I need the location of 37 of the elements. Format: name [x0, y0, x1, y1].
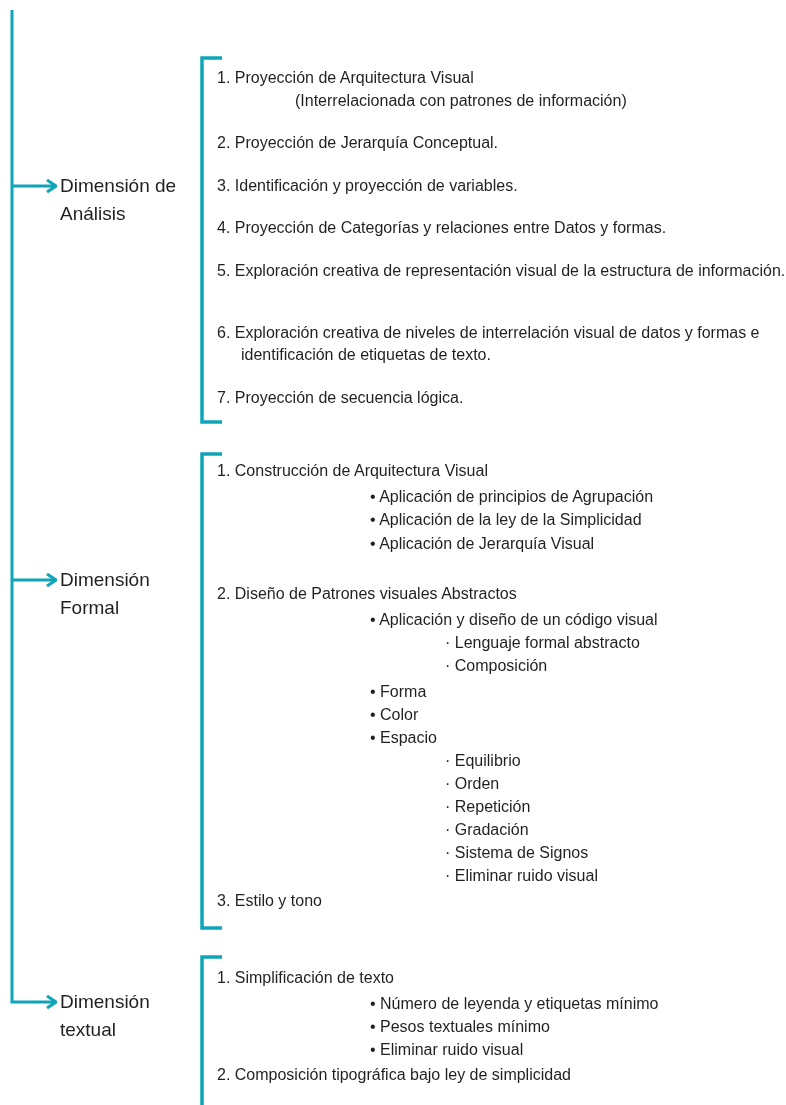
item-note: (Interrelacionada con patrones de información) [295, 91, 627, 111]
sub-item: • Forma [370, 682, 427, 702]
sub-item: • Aplicación y diseño de un código visual [370, 610, 658, 630]
numbered-item: 2. Composición tipográfica bajo ley de simplicidad [217, 1065, 571, 1085]
sub-item: · Equilibrio [445, 751, 521, 771]
numbered-item: 5. Exploración creativa de representación visual de la estructura de información. [217, 261, 786, 281]
sub-item: • Aplicación de Jerarquía Visual [370, 534, 595, 554]
numbered-item: 2. Proyección de Jerarquía Conceptual. [217, 133, 499, 153]
dimension-label: Dimensión Formal [60, 566, 195, 622]
numbered-item: 3. Estilo y tono [217, 891, 322, 911]
sub-item: • Pesos textuales mínimo [370, 1017, 550, 1037]
numbered-item: 7. Proyección de secuencia lógica. [217, 388, 464, 408]
numbered-item: 6. Exploración creativa de niveles de interrelación visual de datos y formas e identificación de etiquetas de texto. [217, 323, 761, 365]
arrow [12, 572, 58, 588]
numbered-item: 2. Diseño de Patrones visuales Abstractos [217, 584, 517, 604]
sub-item: · Gradación [445, 820, 529, 840]
sub-item: · Eliminar ruido visual [445, 866, 598, 886]
dimension-label: Dimensión de Análisis [60, 172, 195, 228]
sub-item: · Lenguaje formal abstracto [445, 633, 640, 653]
numbered-item: 1. Proyección de Arquitectura Visual [217, 68, 474, 88]
sub-item: · Repetición [445, 797, 531, 817]
numbered-item: 1. Simplificación de texto [217, 968, 394, 988]
sub-item: • Aplicación de la ley de la Simplicidad [370, 510, 642, 530]
sub-item: · Orden [445, 774, 500, 794]
sub-item: · Sistema de Signos [445, 843, 589, 863]
sub-item: • Aplicación de principios de Agrupación [370, 487, 654, 507]
sub-item: • Espacio [370, 728, 437, 748]
arrow [10, 10, 58, 1010]
numbered-item: 4. Proyección de Categorías y relaciones entre Datos y formas. [217, 218, 667, 238]
numbered-item: 1. Construcción de Arquitectura Visual [217, 461, 488, 481]
arrow [12, 178, 58, 194]
sub-item: • Color [370, 705, 419, 725]
dimension-label: Dimensión textual [60, 988, 195, 1044]
sub-item: • Número de leyenda y etiquetas mínimo [370, 994, 659, 1014]
numbered-item: 3. Identificación y proyección de variables. [217, 176, 518, 196]
sub-item: · Composición [445, 656, 548, 676]
sub-item: • Eliminar ruido visual [370, 1040, 524, 1060]
